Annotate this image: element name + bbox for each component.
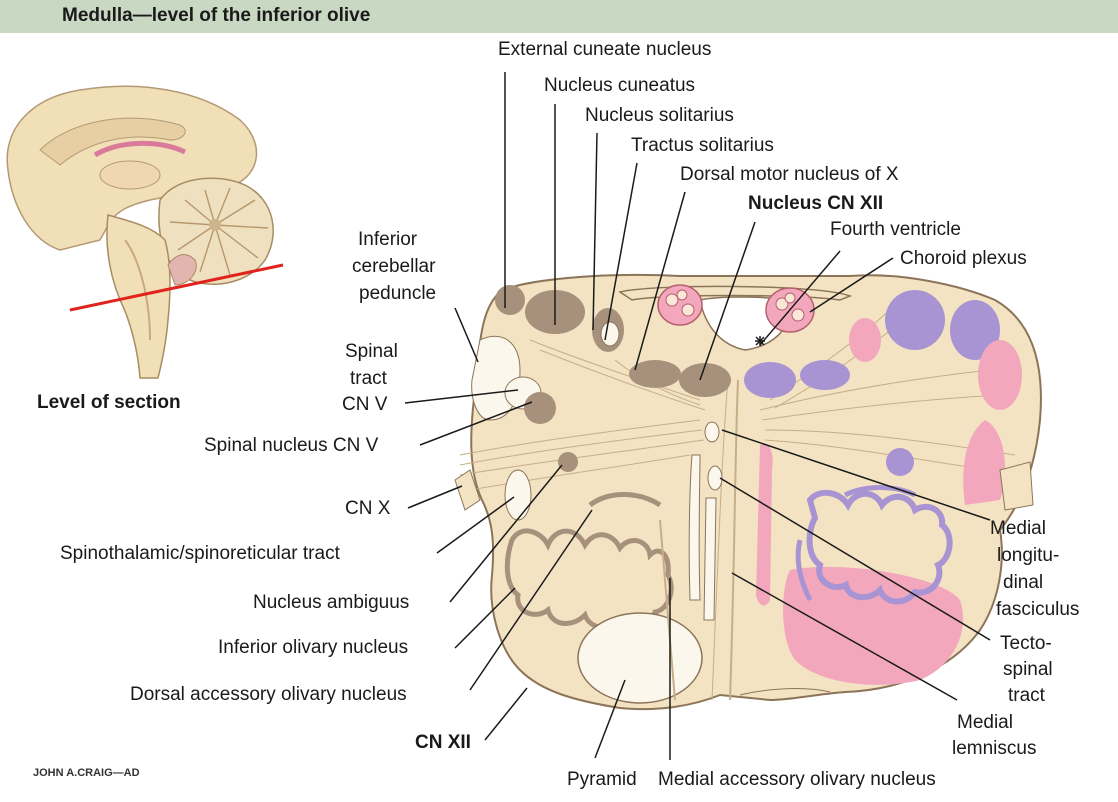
label-medial-lemniscus-1: Medial	[957, 711, 1013, 734]
label-tectospinal-2: spinal	[1003, 658, 1053, 681]
label-spinal-tract-cn-v-2: tract	[350, 367, 387, 390]
label-tectospinal-3: tract	[1008, 684, 1045, 707]
label-inferior-olivary-nucleus: Inferior olivary nucleus	[218, 636, 408, 659]
label-nucleus-cuneatus: Nucleus cuneatus	[544, 74, 695, 97]
label-mlf-1: Medial	[990, 517, 1046, 540]
label-medial-lemniscus-2: lemniscus	[952, 737, 1036, 760]
label-nucleus-cn-xii: Nucleus CN XII	[748, 192, 883, 215]
label-inferior-cerebellar-peduncle-3: peduncle	[359, 282, 436, 305]
label-inferior-cerebellar-peduncle-2: cerebellar	[352, 255, 435, 278]
inset-caption: Level of section	[37, 391, 181, 414]
label-mlf-4: fasciculus	[996, 598, 1079, 621]
label-medial-accessory-olivary-nucleus: Medial accessory olivary nucleus	[658, 768, 936, 791]
label-cn-x: CN X	[345, 497, 390, 520]
label-dorsal-accessory-olivary-nucleus: Dorsal accessory olivary nucleus	[130, 683, 407, 706]
label-fourth-ventricle: Fourth ventricle	[830, 218, 961, 241]
label-cn-xii: CN XII	[415, 731, 471, 754]
label-tractus-solitarius: Tractus solitarius	[631, 134, 774, 157]
label-inferior-cerebellar-peduncle-1: Inferior	[358, 228, 417, 251]
label-pyramid: Pyramid	[567, 768, 637, 791]
artist-signature: JOHN A.CRAIG—AD	[33, 767, 140, 779]
label-spinothalamic-tract: Spinothalamic/spinoreticular tract	[60, 542, 340, 565]
sagittal-brain-inset	[7, 86, 283, 378]
label-tectospinal-1: Tecto-	[1000, 632, 1052, 655]
external-cuneate-shape	[495, 285, 525, 315]
label-choroid-plexus: Choroid plexus	[900, 247, 1027, 270]
fourth-ventricle-marker	[755, 336, 765, 346]
label-nucleus-solitarius: Nucleus solitarius	[585, 104, 734, 127]
label-spinal-tract-cn-v-1: Spinal	[345, 340, 398, 363]
medulla-cross-section	[455, 275, 1041, 709]
label-mlf-3: dinal	[1003, 571, 1043, 594]
label-external-cuneate-nucleus: External cuneate nucleus	[498, 38, 711, 61]
label-nucleus-ambiguus: Nucleus ambiguus	[253, 591, 409, 614]
label-spinal-nucleus-cn-v: Spinal nucleus CN V	[204, 434, 378, 457]
label-spinal-tract-cn-v-3: CN V	[342, 393, 387, 416]
label-dorsal-motor-nucleus-x: Dorsal motor nucleus of X	[680, 163, 899, 186]
label-mlf-2: longitu-	[997, 544, 1059, 567]
